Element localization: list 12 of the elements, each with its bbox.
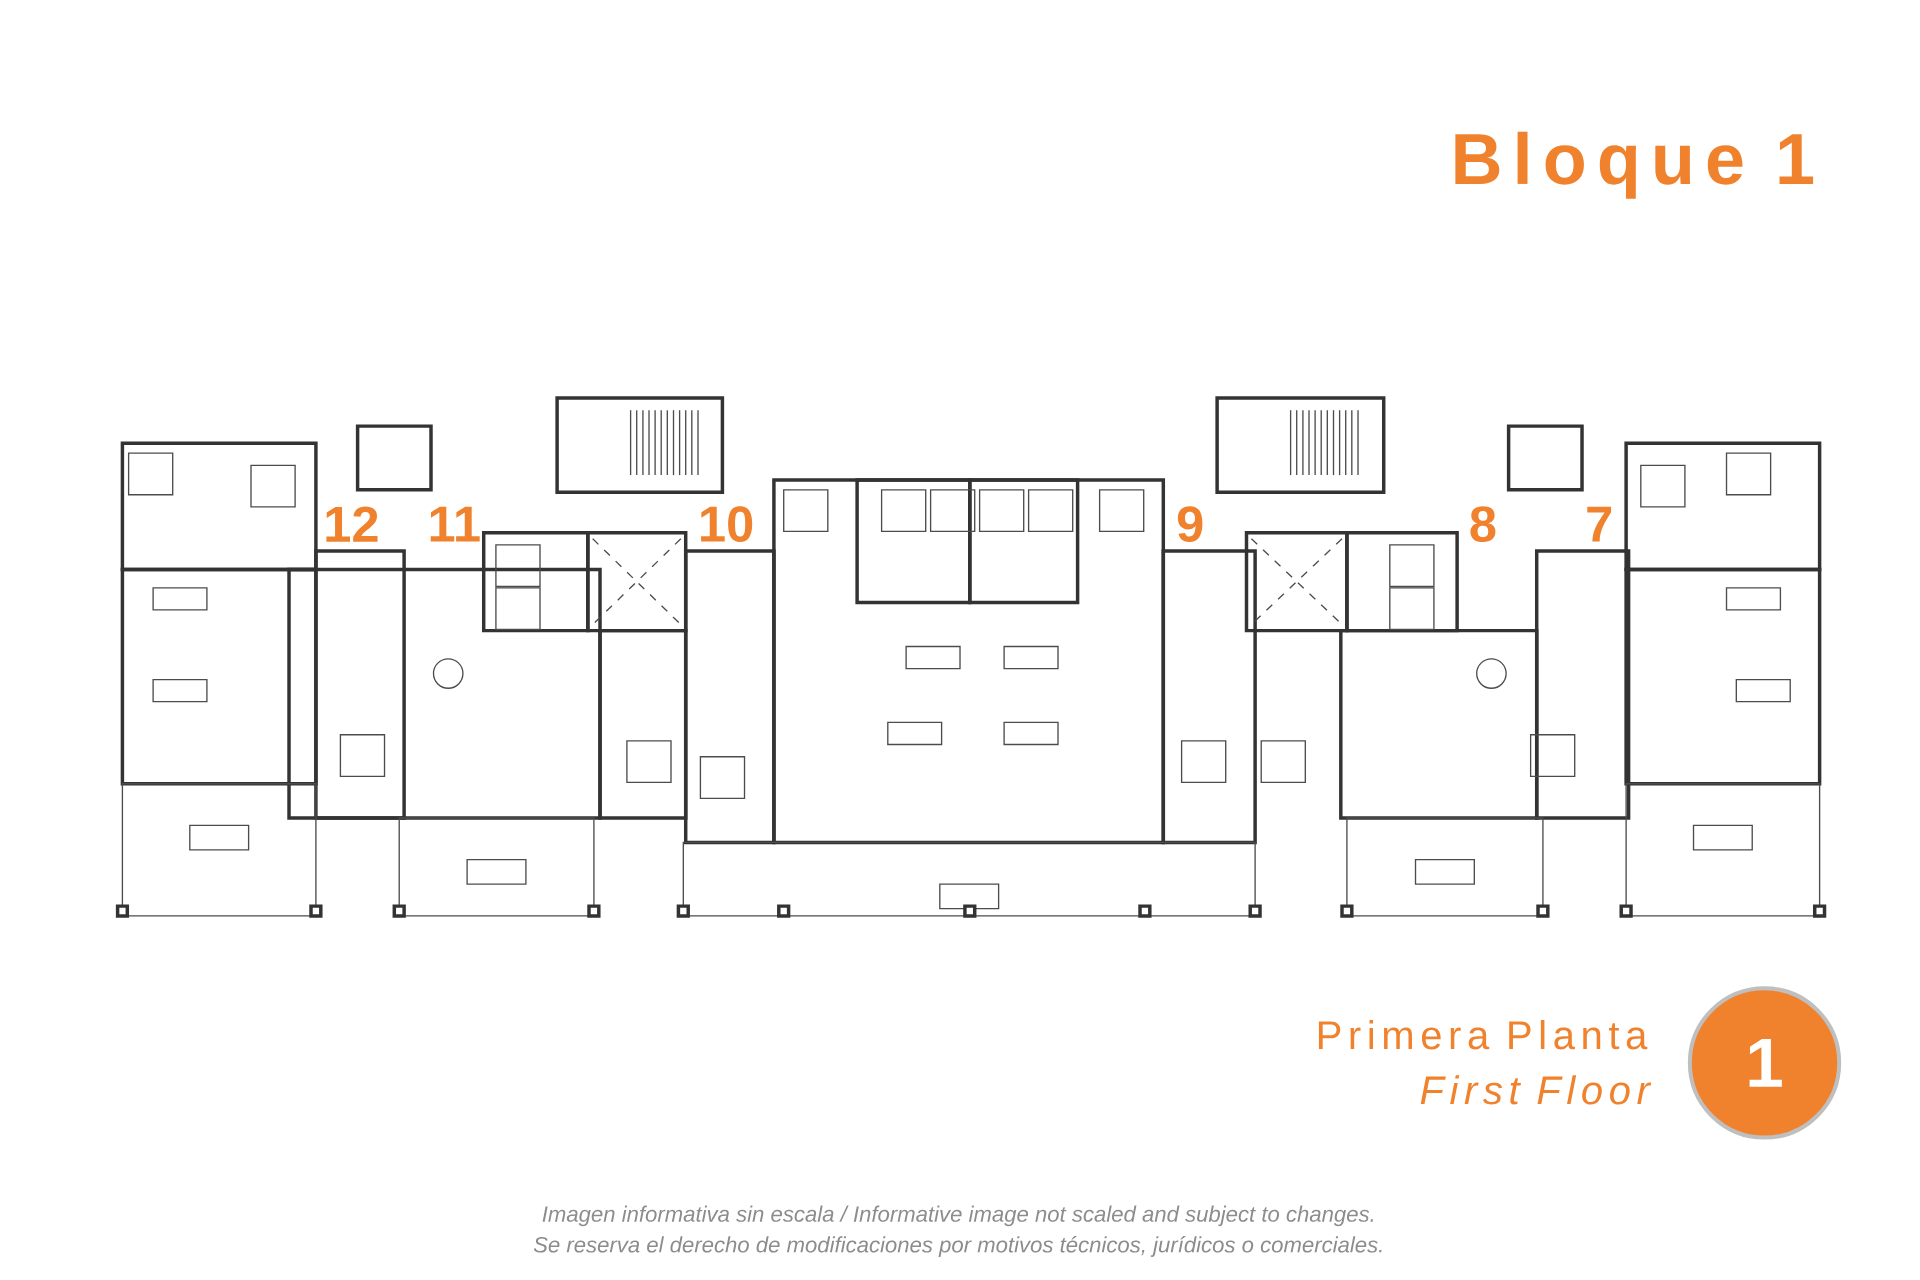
unit-number: 12 xyxy=(326,506,378,542)
unit-number: 10 xyxy=(701,506,753,543)
disclaimer-text: Se reserva el derecho de modificaciones por motivos técnicos, jurídicos o comerciales. xyxy=(533,1236,1382,1257)
floor-name: First Floor xyxy=(1420,1075,1652,1105)
floor-name: Primera Planta xyxy=(1318,1020,1648,1050)
unit-number: 11 xyxy=(430,506,480,542)
unit-number: 8 xyxy=(1470,506,1496,543)
unit-number: 7 xyxy=(1587,506,1612,542)
title: Bloque 1 xyxy=(1455,131,1814,199)
disclaimer-text: Imagen informativa sin escala / Informative image not scaled and subject to changes. xyxy=(542,1205,1374,1227)
unit-number: 9 xyxy=(1177,506,1203,543)
floor-number-badge: 1 xyxy=(1687,986,1842,1140)
